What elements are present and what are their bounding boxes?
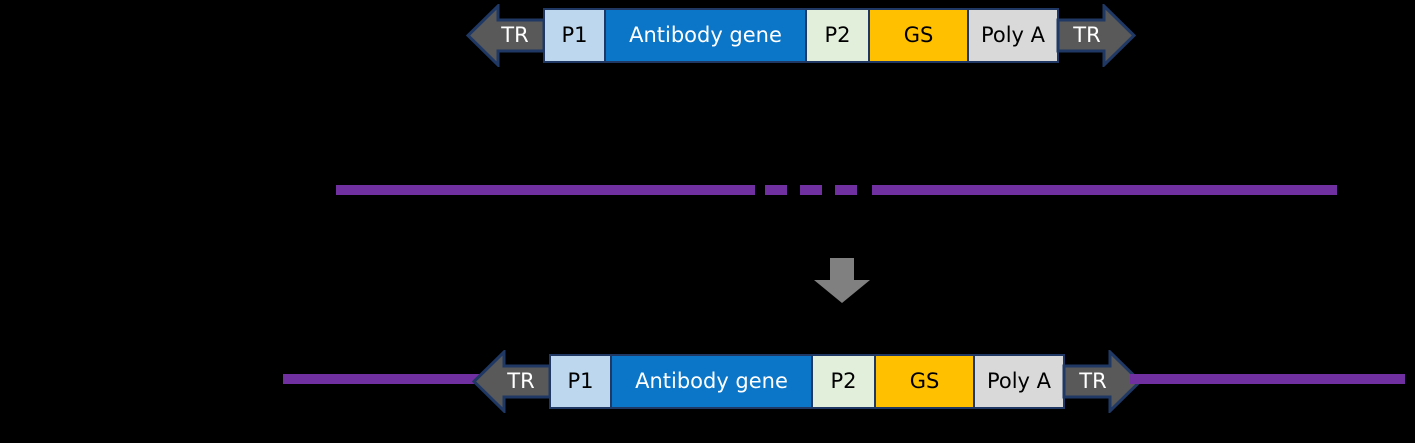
top-right-terminal-repeat-arrow: TR (1056, 4, 1136, 67)
bottom-left-terminal-repeat-arrow: TR (472, 350, 552, 413)
bottom-segment-p2-label: P2 (830, 369, 857, 393)
bottom-right-terminal-repeat-arrow: TR (1062, 350, 1142, 413)
top-segment-poly-a: Poly A (967, 8, 1059, 63)
genomic-dna-left-solid (336, 185, 755, 195)
arrow-down-icon (814, 258, 870, 303)
bottom-segment-antibody-gene: Antibody gene (610, 354, 813, 409)
bottom-segment-p1: P1 (549, 354, 612, 409)
integrated-genomic-dna-left-flank (283, 374, 493, 384)
genomic-dna-dash-2 (800, 185, 822, 195)
genomic-dna-right-solid (872, 185, 1337, 195)
top-left-terminal-repeat-arrow: TR (466, 4, 546, 67)
top-segment-gs: GS (868, 8, 969, 63)
top-segment-antibody-gene-label: Antibody gene (629, 23, 782, 47)
genomic-dna-dash-1 (765, 185, 787, 195)
bottom-segment-poly-a-label: Poly A (986, 369, 1052, 393)
top-segment-p1-label: P1 (561, 23, 588, 47)
arrow-right-icon (1062, 350, 1142, 413)
top-right-tr-label: TR (1073, 23, 1101, 47)
arrow-right-icon (1056, 4, 1136, 67)
genomic-dna-dash-3 (835, 185, 857, 195)
bottom-segment-poly-a: Poly A (973, 354, 1065, 409)
top-segment-p2-label: P2 (824, 23, 851, 47)
bottom-segment-p2: P2 (811, 354, 876, 409)
top-segment-poly-a-label: Poly A (980, 23, 1046, 47)
top-segment-antibody-gene: Antibody gene (604, 8, 807, 63)
integration-step-arrow (812, 258, 872, 308)
bottom-right-tr-label: TR (1079, 369, 1107, 393)
bottom-left-tr-label: TR (507, 369, 535, 393)
bottom-segment-gs-label: GS (909, 369, 940, 393)
integrated-genomic-dna-right-flank (1130, 374, 1405, 384)
top-left-tr-label: TR (501, 23, 529, 47)
bottom-segment-antibody-gene-label: Antibody gene (635, 369, 788, 393)
bottom-segment-p1-label: P1 (567, 369, 594, 393)
top-cassette-segments: P1 Antibody gene P2 GS Poly A (543, 8, 1059, 63)
top-segment-p2: P2 (805, 8, 870, 63)
bottom-segment-gs: GS (874, 354, 975, 409)
top-segment-gs-label: GS (903, 23, 934, 47)
bottom-cassette-segments: P1 Antibody gene P2 GS Poly A (549, 354, 1065, 409)
top-segment-p1: P1 (543, 8, 606, 63)
